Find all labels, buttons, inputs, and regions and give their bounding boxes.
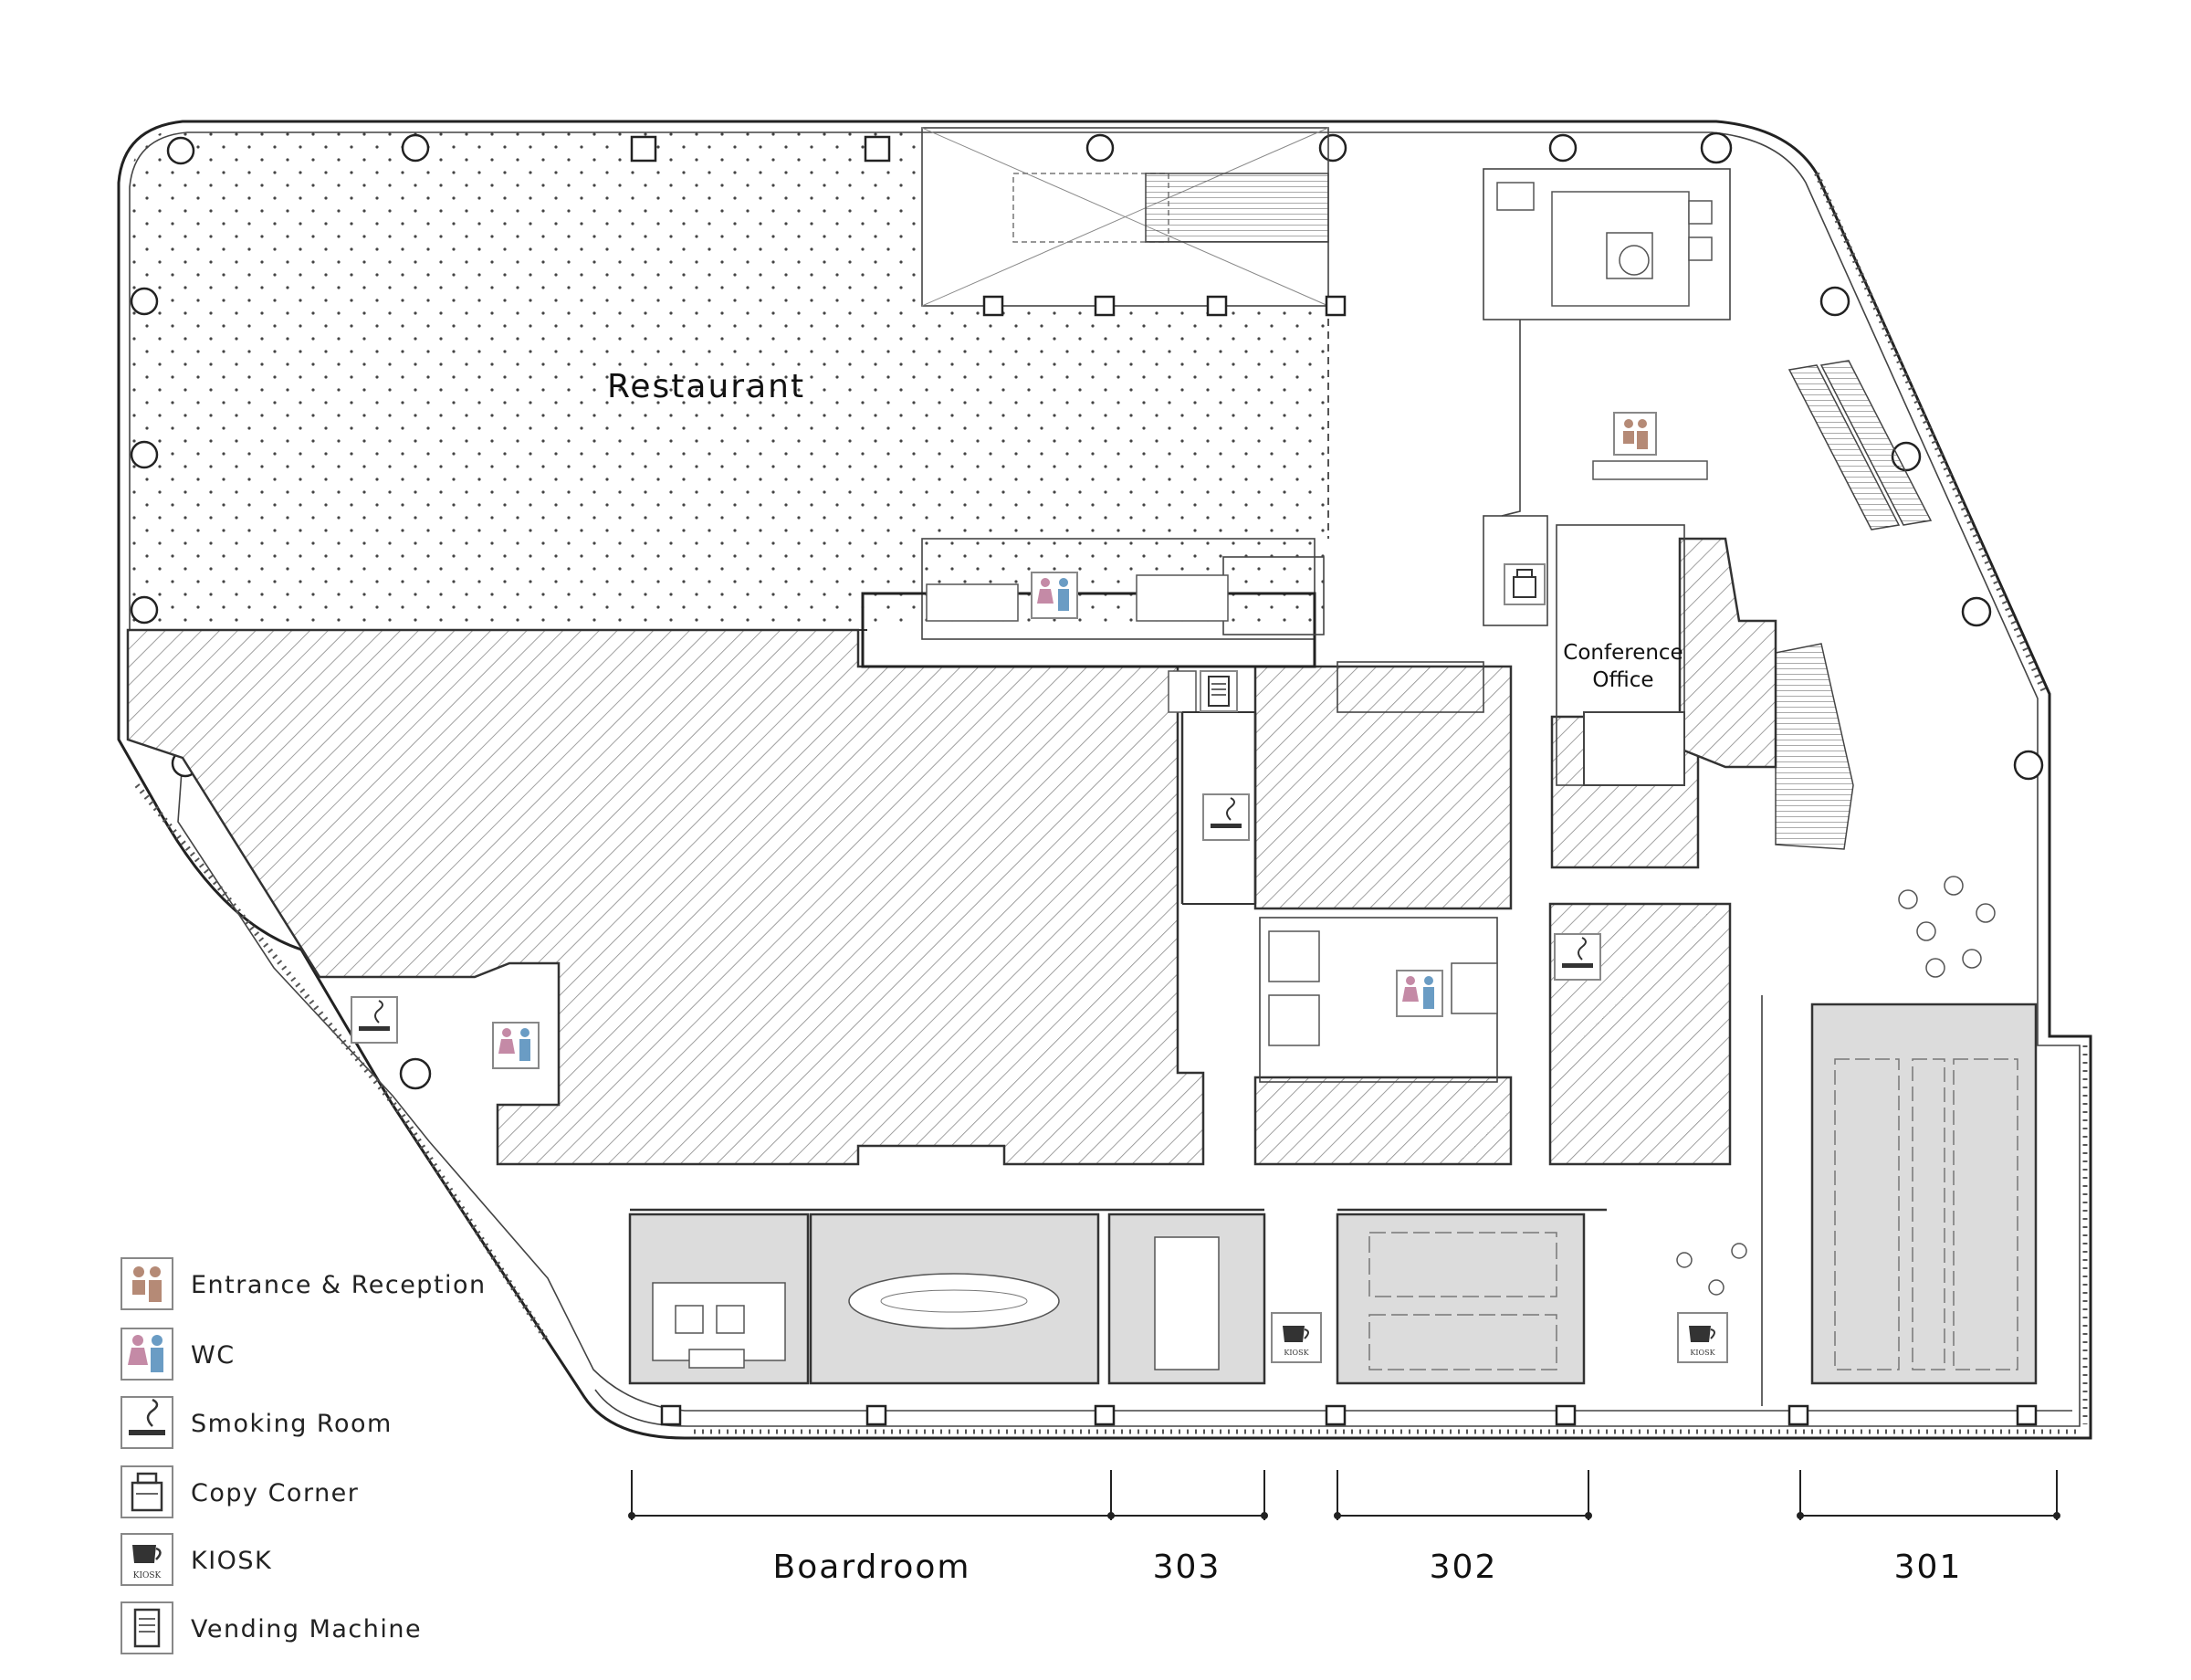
svg-text:KIOSK: KIOSK	[1284, 1349, 1309, 1357]
kiosk-icon: KIOSK	[1677, 1312, 1728, 1363]
reception-lounge	[1483, 168, 1731, 517]
wc-icon	[492, 1022, 540, 1069]
dimension-lines	[628, 1470, 2060, 1520]
smoking-room-icon	[1202, 793, 1250, 841]
core	[861, 515, 1685, 1083]
smoking-room-icon	[351, 996, 398, 1044]
legend-label: WC	[191, 1341, 236, 1370]
label-boardroom: Boardroom	[773, 1549, 971, 1586]
vending-machine-icon	[1200, 670, 1238, 712]
legend-item-vending: Vending Machine	[121, 1601, 422, 1654]
legend-item-copy: Copy Corner	[121, 1465, 359, 1518]
legend-item-wc: WC	[121, 1328, 236, 1381]
wc-icon	[1031, 572, 1078, 619]
kiosk-icon: KIOSK	[1271, 1312, 1322, 1363]
label-room-301: 301	[1894, 1549, 1963, 1586]
legend: Entrance & Reception WC Smoking Room Cop…	[121, 1257, 487, 1654]
meeting-rooms	[628, 995, 2038, 1406]
label-restaurant: Restaurant	[607, 368, 805, 405]
legend-item-entrance: Entrance & Reception	[121, 1257, 487, 1310]
label-conference-office-2: Office	[1592, 668, 1653, 692]
label-conference-office-1: Conference	[1563, 641, 1683, 665]
legend-item-kiosk: KIOSK KIOSK	[121, 1533, 272, 1586]
legend-item-smoking: Smoking Room	[121, 1396, 393, 1449]
svg-text:KIOSK: KIOSK	[1690, 1349, 1715, 1357]
right-escalators	[1775, 360, 1933, 850]
svg-text:KIOSK: KIOSK	[133, 1571, 162, 1580]
legend-label: Copy Corner	[191, 1479, 359, 1507]
hatched-areas	[126, 537, 1777, 1166]
room-301	[1810, 1003, 2038, 1385]
room-302	[1336, 1213, 1586, 1385]
room-302-desks	[1368, 1232, 1557, 1370]
legend-label: Smoking Room	[191, 1410, 393, 1438]
legend-label: Vending Machine	[191, 1615, 422, 1643]
room-301-desks	[1834, 1058, 2018, 1370]
wc-icon	[1396, 970, 1443, 1017]
legend-label: Entrance & Reception	[191, 1271, 487, 1299]
copy-corner-icon	[1504, 563, 1546, 605]
smoking-room-icon	[1554, 933, 1601, 981]
legend-label: KIOSK	[191, 1547, 272, 1575]
lounge-seating-right	[1676, 876, 1996, 1296]
label-room-303: 303	[1153, 1549, 1221, 1586]
entrance-reception-icon	[1613, 412, 1657, 456]
label-room-302: 302	[1430, 1549, 1498, 1586]
atrium-void	[921, 127, 1347, 317]
